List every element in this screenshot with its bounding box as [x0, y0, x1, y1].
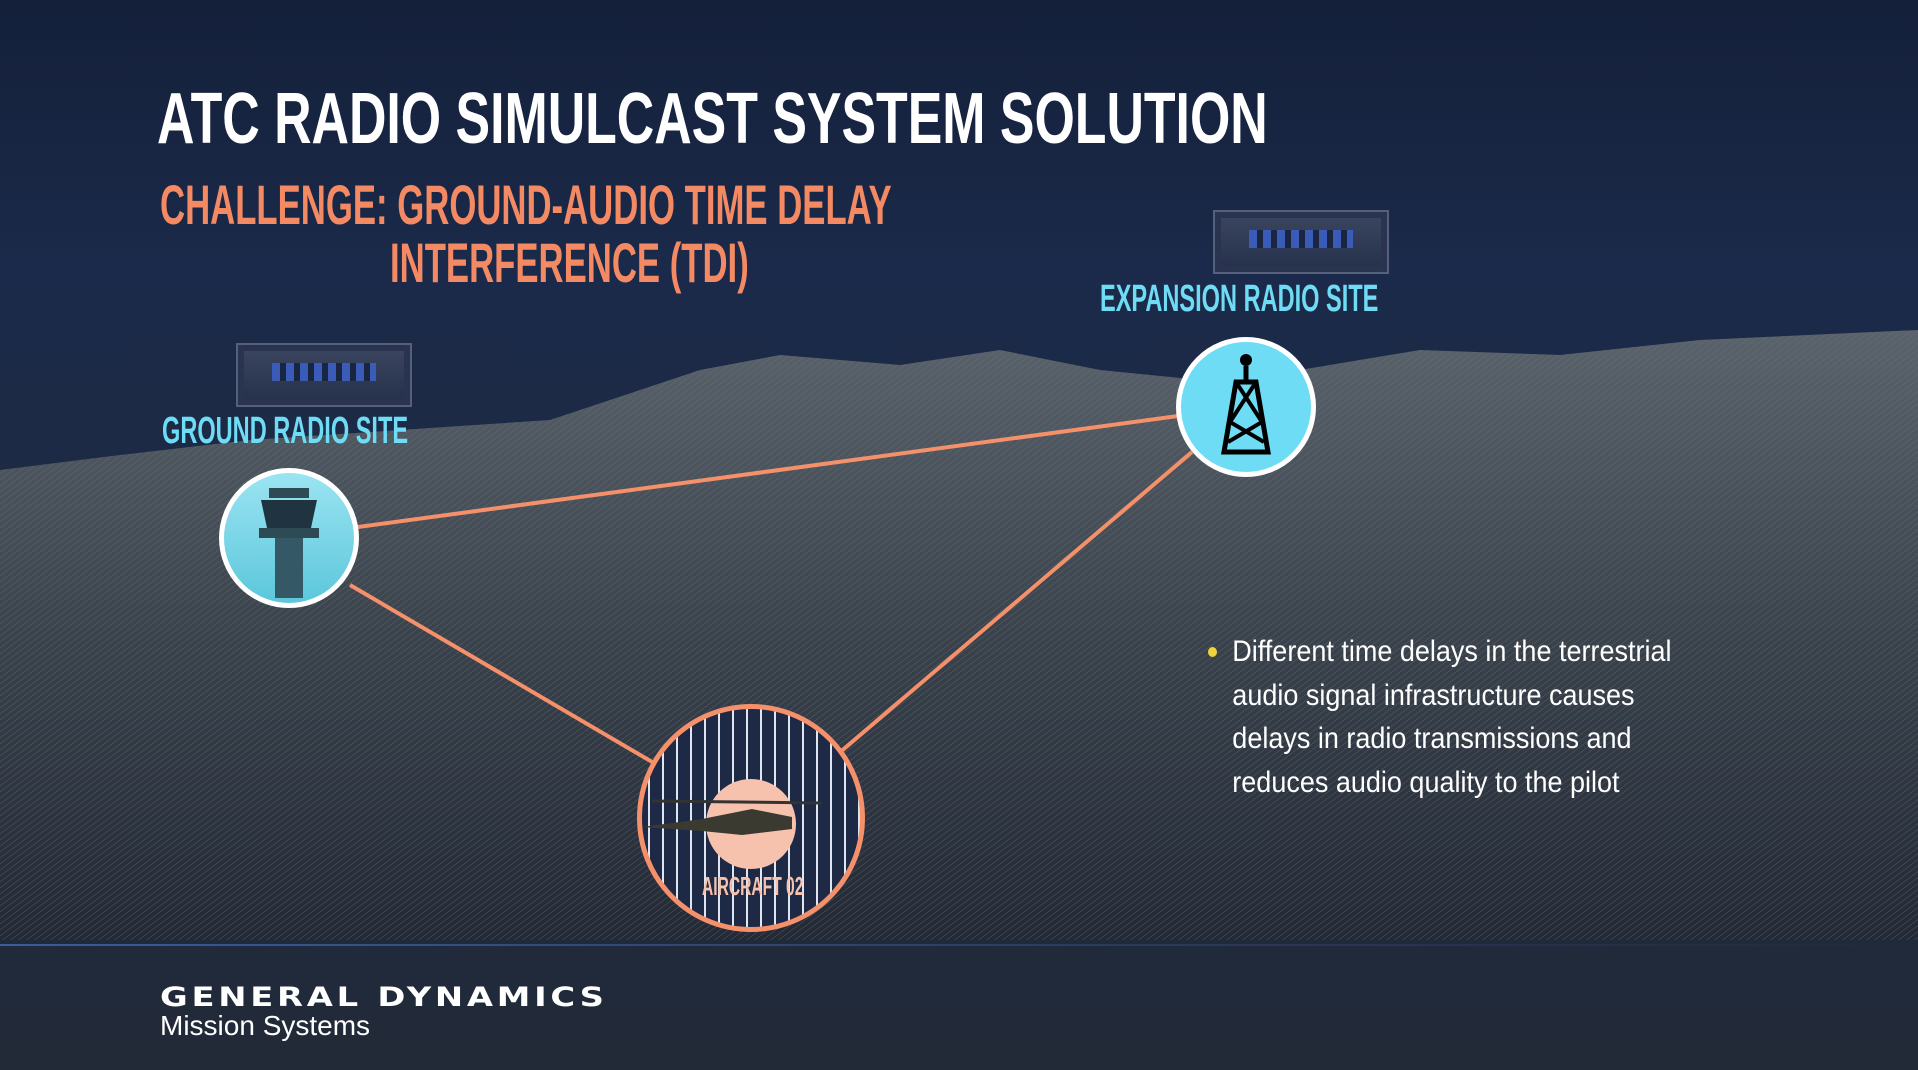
company-logo: GENERAL DYNAMICS — [160, 982, 608, 1013]
page-title: ATC RADIO SIMULCAST SYSTEM SOLUTION — [157, 79, 1268, 159]
bullet-item: Different time delays in the terrestrial… — [1208, 630, 1712, 804]
aircraft-label: AIRCRAFT 02 — [702, 871, 804, 901]
bullet-list: Different time delays in the terrestrial… — [1208, 630, 1768, 804]
aircraft-node: AIRCRAFT 02 — [637, 704, 865, 932]
link-lines — [348, 414, 1194, 792]
expansion-site-node — [1176, 337, 1316, 477]
ground-site-label: GROUND RADIO SITE — [162, 410, 409, 452]
control-tower-icon — [259, 488, 319, 598]
expansion-radio-unit-image — [1213, 210, 1389, 274]
challenge-line-2: INTERFERENCE (TDI) — [390, 231, 749, 294]
radio-tower-icon — [1221, 354, 1271, 455]
link-ground-aircraft — [348, 583, 702, 792]
link-expansion-aircraft — [823, 450, 1194, 767]
link-ground-expansion — [357, 414, 1179, 529]
division-name: Mission Systems — [160, 1010, 371, 1041]
challenge-line-1: CHALLENGE: GROUND-AUDIO TIME DELAY — [160, 173, 892, 236]
ground-radio-unit-image — [236, 343, 412, 407]
helicopter-silhouette — [642, 799, 823, 835]
ground-site-node — [219, 468, 359, 608]
expansion-site-label: EXPANSION RADIO SITE — [1100, 278, 1379, 320]
footer-divider — [0, 944, 1918, 946]
